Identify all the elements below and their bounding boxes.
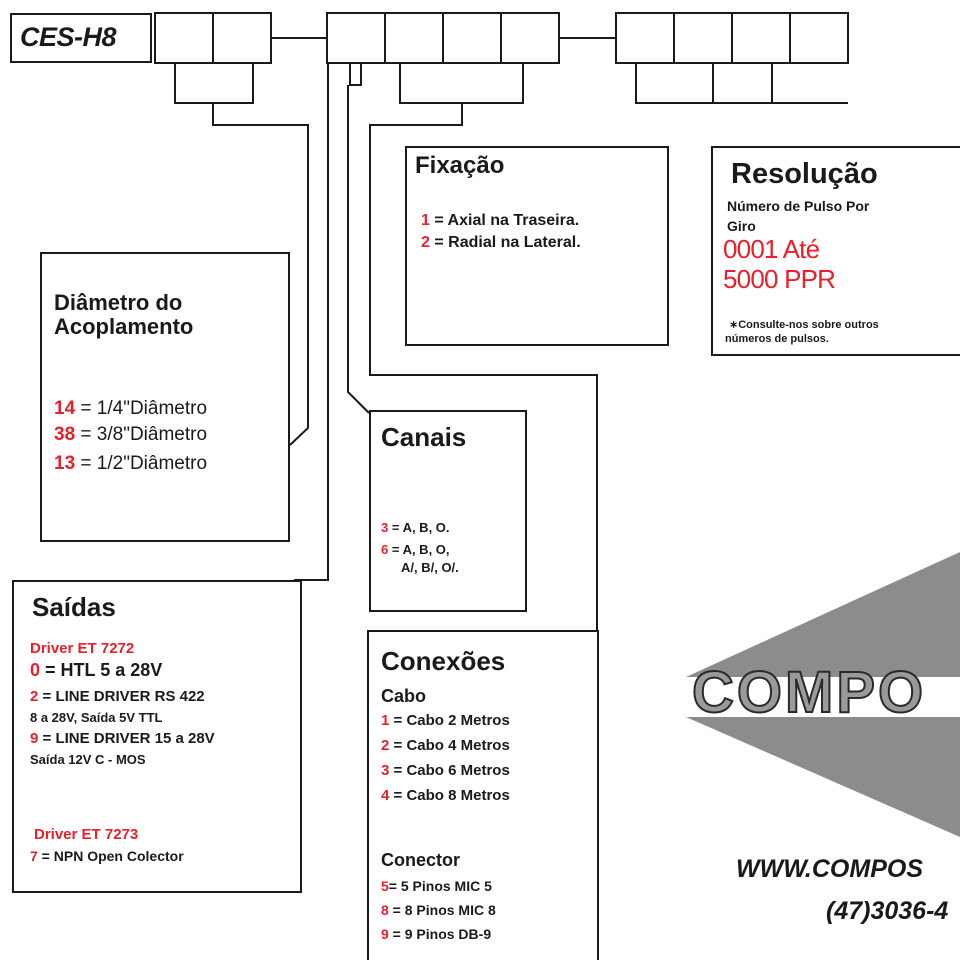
canais-title: Canais	[381, 422, 467, 452]
fixacao-code: 2	[421, 234, 430, 251]
cabo-text: = Cabo 4 Metros	[389, 737, 510, 754]
cabo-item: 4 = Cabo 8 Metros	[381, 787, 510, 804]
website-link[interactable]: WWW.COMPOS	[736, 855, 923, 883]
diametro-title: Diâmetro do	[54, 290, 183, 315]
resolucao-subtitle: Giro	[727, 218, 756, 234]
cabo-code: 1	[381, 712, 390, 729]
fixacao-item: 2 = Radial na Lateral.	[421, 234, 581, 252]
cabo-label: Cabo	[381, 686, 426, 706]
diametro-box: Diâmetro do Acoplamento 14 = 1/4"Diâmetr…	[40, 252, 290, 542]
saida-text: = LINE DRIVER RS 422	[38, 688, 205, 705]
diametro-code: 14	[54, 398, 76, 419]
saida-code: 2	[30, 688, 39, 705]
cabo-item: 1 = Cabo 2 Metros	[381, 712, 510, 729]
saida-text: = HTL 5 a 28V	[40, 660, 163, 680]
diametro-item: 14 = 1/4"Diâmetro	[54, 398, 207, 420]
conector-code: 5	[381, 878, 389, 894]
resolucao-note: números de pulsos.	[725, 333, 829, 345]
saida-text: = NPN Open Colector	[37, 848, 184, 864]
conector-item: 5= 5 Pinos MIC 5	[381, 878, 492, 894]
canais-text: = A, B, O.	[388, 520, 450, 535]
diametro-text: = 1/2"Diâmetro	[75, 453, 208, 474]
fixacao-item: 1 = Axial na Traseira.	[421, 212, 579, 230]
fixacao-code: 1	[421, 212, 430, 229]
conexoes-box: Conexões Cabo 1 = Cabo 2 Metros 2 = Cabo…	[367, 630, 599, 960]
saidas-title: Saídas	[32, 592, 116, 622]
resolucao-range: 5000 PPR	[723, 264, 836, 294]
fixacao-text: = Axial na Traseira.	[429, 212, 580, 229]
resolucao-range: 0001 Até	[723, 234, 820, 264]
cabo-item: 2 = Cabo 4 Metros	[381, 737, 510, 754]
resolucao-title: Resolução	[731, 158, 878, 190]
cabo-item: 3 = Cabo 6 Metros	[381, 762, 510, 779]
saida-sub: 8 a 28V, Saída 5V TTL	[30, 710, 163, 725]
model-code: CES-H8	[10, 13, 152, 63]
phone-number: (47)3036-4	[826, 897, 949, 925]
saida-item: 9 = LINE DRIVER 15 a 28V	[30, 730, 215, 747]
conector-text: = 9 Pinos DB-9	[388, 926, 492, 942]
cabo-code: 3	[381, 762, 390, 779]
fixacao-box: Fixação 1 = Axial na Traseira. 2 = Radia…	[405, 146, 669, 346]
conector-item: 8 = 8 Pinos MIC 8	[381, 902, 496, 918]
saida-item: 0 = HTL 5 a 28V	[30, 660, 162, 681]
logo-text: COMPO	[692, 660, 926, 725]
canais-box: Canais 3 = A, B, O. 6 = A, B, O, A/, B/,…	[369, 410, 527, 612]
diametro-item: 13 = 1/2"Diâmetro	[54, 453, 207, 475]
company-logo: COMPO	[686, 552, 960, 837]
saidas-box: Saídas Driver ET 7272 0 = HTL 5 a 28V 2 …	[12, 580, 302, 893]
cabo-text: = Cabo 2 Metros	[389, 712, 510, 729]
diametro-code: 13	[54, 453, 76, 474]
resolucao-box: Resolução Número de Pulso Por Giro 0001 …	[711, 146, 960, 356]
conector-item: 9 = 9 Pinos DB-9	[381, 926, 491, 942]
diametro-text: = 1/4"Diâmetro	[75, 398, 208, 419]
driver-label: Driver ET 7272	[30, 640, 135, 657]
cabo-code: 2	[381, 737, 390, 754]
saida-sub: Saída 12V C - MOS	[30, 752, 146, 767]
cabo-code: 4	[381, 787, 390, 804]
canais-code: 6	[381, 542, 389, 557]
canais-item: 6 = A, B, O,	[381, 542, 450, 557]
canais-item: 3 = A, B, O.	[381, 520, 450, 535]
conector-label: Conector	[381, 850, 461, 870]
diametro-code: 38	[54, 424, 76, 445]
conexoes-title: Conexões	[381, 646, 506, 676]
saida-code: 0	[30, 660, 41, 680]
cabo-text: = Cabo 8 Metros	[389, 787, 510, 804]
canais-text: = A, B, O,	[388, 542, 450, 557]
cabo-text: = Cabo 6 Metros	[389, 762, 510, 779]
canais-code: 3	[381, 520, 389, 535]
diametro-item: 38 = 3/8"Diâmetro	[54, 424, 207, 446]
saida-text: = LINE DRIVER 15 a 28V	[38, 730, 215, 747]
conector-text: = 5 Pinos MIC 5	[388, 878, 492, 894]
saida-code: 7	[30, 848, 38, 864]
diametro-text: = 3/8"Diâmetro	[75, 424, 208, 445]
fixacao-title: Fixação	[415, 152, 505, 179]
diametro-title: Acoplamento	[54, 314, 194, 339]
resolucao-note: ∗Consulte-nos sobre outros	[729, 319, 879, 331]
conector-code: 8	[381, 902, 389, 918]
conector-code: 9	[381, 926, 389, 942]
conector-text: = 8 Pinos MIC 8	[388, 902, 496, 918]
fixacao-text: = Radial na Lateral.	[429, 234, 581, 251]
resolucao-subtitle: Número de Pulso Por	[727, 198, 870, 214]
saida-item: 2 = LINE DRIVER RS 422	[30, 688, 205, 705]
canais-continuation: A/, B/, O/.	[401, 560, 459, 575]
saida-code: 9	[30, 730, 39, 747]
saida-item: 7 = NPN Open Colector	[30, 848, 184, 864]
driver-label: Driver ET 7273	[34, 826, 139, 843]
